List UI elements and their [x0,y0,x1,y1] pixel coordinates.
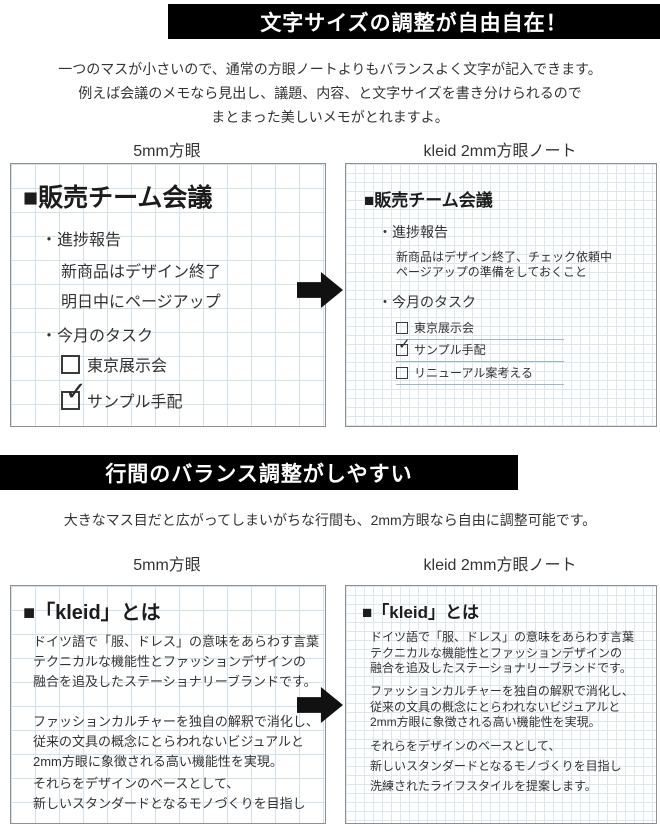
task-label: リニューアル案考える [414,366,534,380]
note-box-5mm-brand: ■「kleid」とは ドイツ語で「服、ドレス」の意味をあらわす言葉 テクニカルな… [10,585,326,824]
note-box-2mm-meeting: ■販売チーム会議 ・進捗報告 新商品はデザイン終了、チェック依頼中 ページアップ… [345,163,657,427]
task-row: リニューアル案考える [396,364,564,385]
meeting-note2-5mm: 明日中にページアップ [61,294,221,311]
intro1-line1: 一つのマスが小さいので、通常の方眼ノートよりもバランスよく文字が記入できます。 [58,61,602,77]
intro1-line3: まとまった美しいメモがとれますよ。 [211,109,449,125]
banner-line-spacing: 行間のバランス調整がしやすい [0,455,518,490]
checkbox-checked-icon: ✓ [61,378,87,410]
note-box-5mm-meeting: ■販売チーム会議 ・進捗報告 新商品はデザイン終了 明日中にページアップ ・今月… [10,163,326,427]
meeting-heading-2mm: ■販売チーム会議 [364,191,493,210]
intro2-line1: 大きなマス目だと広がってしまいがちな行間も、2mm方眼なら自由に調整可能です。 [63,512,597,528]
brand-heading-2mm: ■「kleid」とは [362,603,480,622]
task-label: 東京展示会 [414,321,475,335]
meeting-item-progress-2mm: ・進捗報告 [378,224,448,240]
task-row: ✓ サンプル手配 [61,378,183,412]
intro-text-2: 大きなマス目だと広がってしまいがちな行間も、2mm方眼なら自由に調整可能です。 [0,508,660,532]
check-mark-icon: ✓ [398,335,411,353]
brand-paragraph-3-5mm: それらをデザインのベースとして、 新しいスタンダードとなるモノづくりを目指し [33,776,306,811]
intro1-line2: 例えば会議のメモなら見出し、議題、内容、と文字サイズを書き分けられるので [78,85,582,101]
label-5mm-grid-1: 5mm方眼 [133,143,201,160]
checkbox-checked-icon: ✓ [396,337,411,356]
checkbox-unchecked-icon [396,321,408,334]
banner-font-size: 文字サイズの調整が自由自在！ [168,4,660,39]
meeting-note1-2mm: 新商品はデザイン終了、チェック依頼中 [396,250,613,264]
meeting-note1-5mm: 新商品はデザイン終了 [61,264,222,281]
intro-text-1: 一つのマスが小さいので、通常の方眼ノートよりもバランスよく文字が記入できます。 … [0,57,660,129]
brand-paragraph-2-5mm: ファッションカルチャーを独自の解釈で消化し、 従来の文具の概念にとらわれないビジ… [33,714,319,769]
check-mark-icon: ✓ [65,375,87,406]
note-box-2mm-brand: ■「kleid」とは ドイツ語で「服、ドレス」の意味をあらわす言葉 テクニカルな… [345,585,657,824]
brand-heading-5mm: ■「kleid」とは [23,602,161,624]
task-label: サンプル手配 [87,394,183,411]
label-5mm-grid-2: 5mm方眼 [133,557,201,574]
task-row: ✓ サンプル手配 [396,337,564,362]
label-kleid-2mm-1: kleid 2mm方眼ノート [423,143,577,160]
meeting-item-progress-5mm: ・進捗報告 [41,232,122,249]
meeting-note2-2mm: ページアップの準備をしておくこと [396,265,588,279]
brand-paragraph-1-2mm: ドイツ語で「服、ドレス」の意味をあらわす言葉 テクニカルな機能性とファッションデ… [370,630,635,675]
task-label: 東京展示会 [87,358,168,375]
banner-line-spacing-title: 行間のバランス調整がしやすい [105,462,413,486]
task-label: サンプル手配 [414,343,486,357]
banner-font-size-title: 文字サイズの調整が自由自在！ [260,11,568,35]
label-kleid-2mm-2: kleid 2mm方眼ノート [423,557,577,574]
brand-paragraph-3-2mm: それらをデザインのベースとして、 新しいスタンダードとなるモノづくりを目指し 洗… [370,739,622,793]
meeting-heading-5mm: ■販売チーム会議 [23,184,213,212]
brand-paragraph-1-5mm: ドイツ語で「服、ドレス」の意味をあらわす言葉 テクニカルな機能性とファッションデ… [33,634,320,689]
checkbox-unchecked-icon [61,354,80,374]
meeting-item-tasks-2mm: ・今月のタスク [378,294,476,310]
brand-paragraph-2-2mm: ファッションカルチャーを独自の解釈で消化し、 従来の文具の概念にとらわれないビジ… [370,684,634,729]
meeting-item-tasks-5mm: ・今月のタスク [41,328,154,345]
task-row: 東京展示会 [396,319,564,340]
task-row: 東京展示会 [61,352,167,376]
checkbox-unchecked-icon [396,366,408,379]
